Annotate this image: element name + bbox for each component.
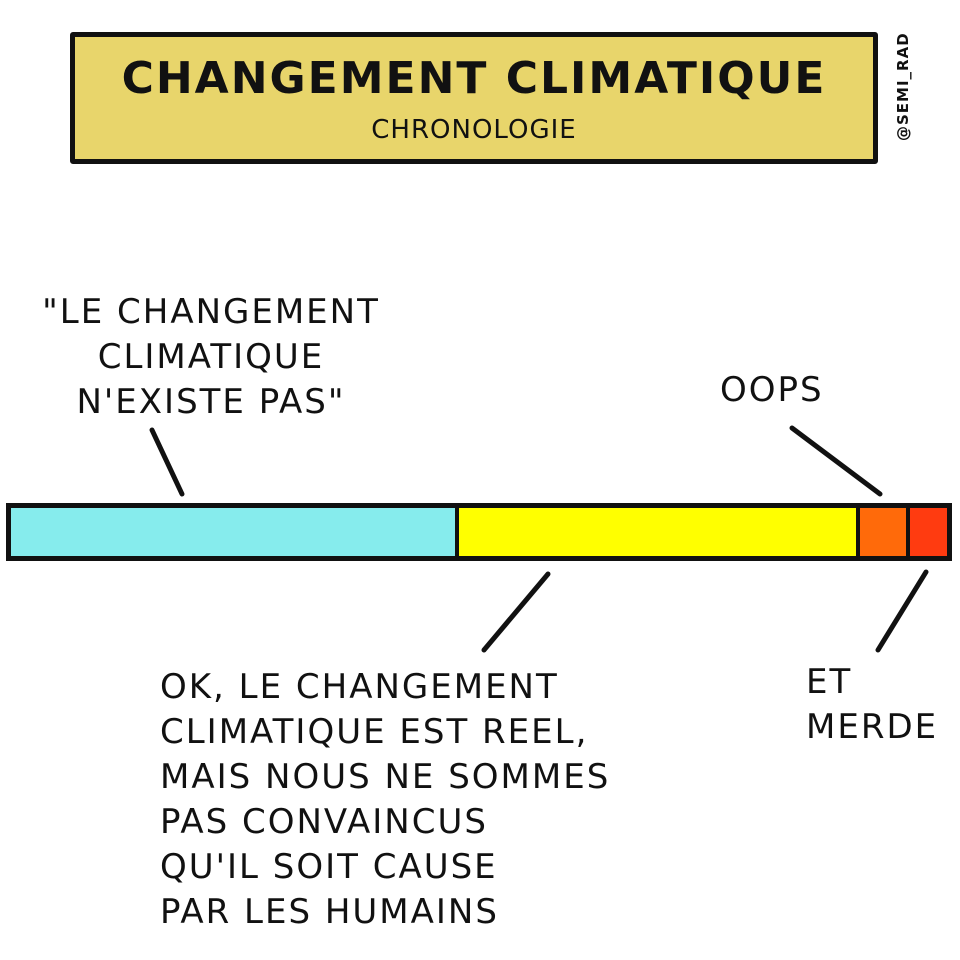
author-credit: @SEMI_RAD [894, 32, 912, 141]
pointer-line-oops [789, 425, 883, 497]
pointer-line-denial [149, 427, 185, 497]
timeline-segment-oops [855, 508, 907, 556]
timeline-bar [6, 503, 952, 561]
timeline-segment-et-merde [906, 508, 947, 556]
timeline-segment-not-human-caused [454, 508, 856, 556]
label-denial: "LE CHANGEMENT CLIMATIQUE N'EXISTE PAS" [42, 292, 380, 422]
label-et-merde: ET MERDE [806, 662, 939, 747]
page-subtitle: CHRONOLOGIE [371, 115, 577, 145]
label-oops: OOPS [720, 370, 824, 410]
page-title: CHANGEMENT CLIMATIQUE [121, 53, 827, 104]
label-not-human-caused: OK, LE CHANGEMENT CLIMATIQUE EST REEL, M… [160, 667, 611, 932]
pointer-line-et-merde [875, 569, 929, 653]
timeline-segment-denial [11, 508, 455, 556]
pointer-line-not-human-caused [481, 571, 551, 653]
title-box: CHANGEMENT CLIMATIQUE CHRONOLOGIE [70, 32, 878, 164]
